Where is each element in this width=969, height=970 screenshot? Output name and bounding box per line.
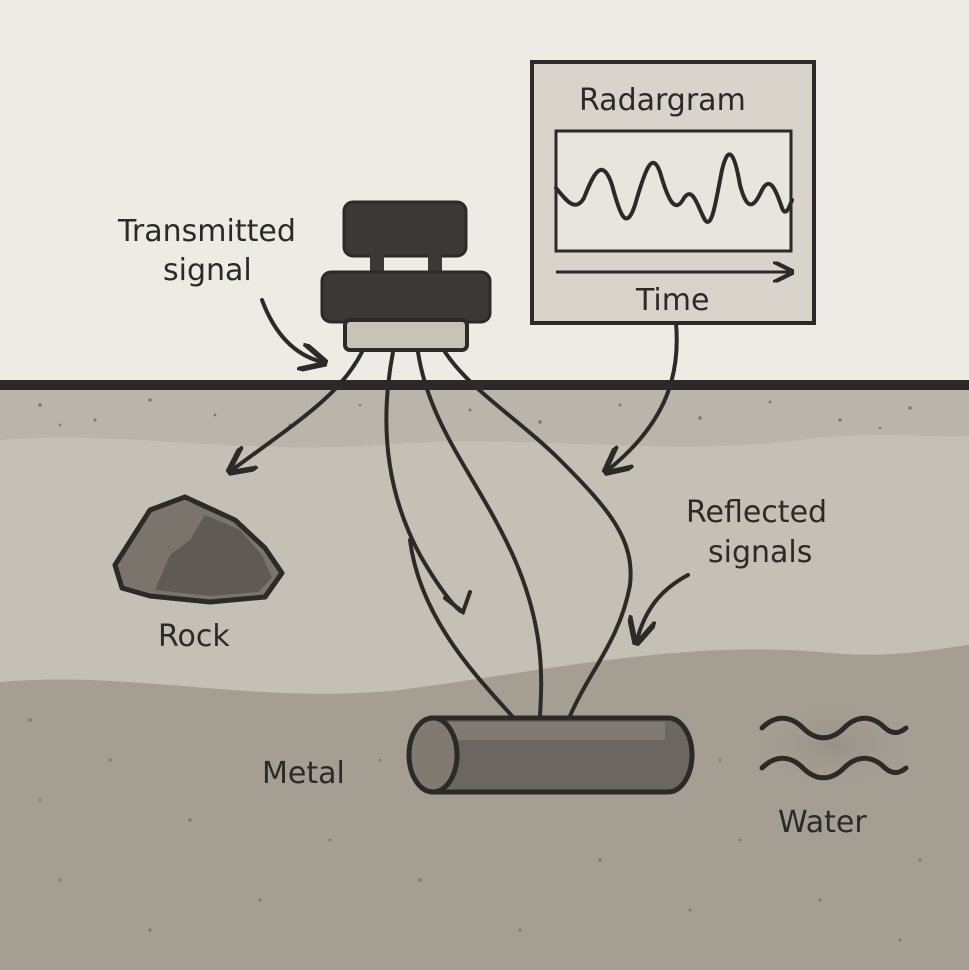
metal-pipe-icon	[406, 715, 695, 795]
gpr-device-icon	[320, 200, 492, 352]
sky-background	[0, 0, 969, 385]
radargram-feed	[608, 321, 679, 470]
signal-path-1-arrow	[443, 590, 472, 616]
transmitted-label-line2: signal	[163, 253, 252, 288]
reflected-label-line2: signals	[708, 535, 812, 570]
reflected-arrow	[637, 573, 690, 640]
radargram-axis-label: Time	[635, 283, 709, 318]
soil-speckles	[28, 398, 922, 942]
water-label: Water	[778, 805, 867, 840]
signal-path-3	[443, 350, 633, 718]
deep-soil-layer	[0, 645, 969, 970]
rock-label: Rock	[158, 619, 230, 654]
transmitted-arrow	[260, 298, 322, 362]
transmitted-label-line1: Transmitted	[117, 214, 296, 249]
radargram-title: Radargram	[579, 83, 746, 118]
signal-path-2	[416, 350, 544, 718]
signal-to-rock	[232, 350, 364, 470]
reflected-label-line1: Reflected	[686, 495, 827, 530]
water-waves-icon	[748, 700, 918, 790]
signal-path-4	[408, 538, 514, 718]
radargram-panel	[530, 60, 816, 325]
signal-paths	[232, 298, 690, 718]
rock-icon	[112, 494, 285, 605]
metal-label: Metal	[262, 756, 345, 791]
radargram-waveform	[554, 152, 794, 224]
